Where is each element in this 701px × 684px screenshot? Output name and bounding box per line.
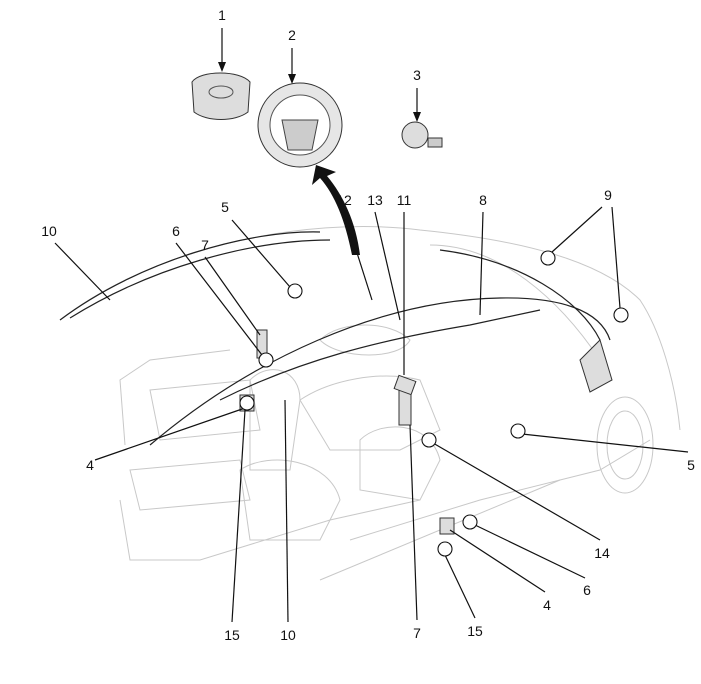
leader-lines: [54, 28, 689, 623]
label-13: 13: [367, 192, 383, 208]
label-6-right: 6: [583, 582, 591, 598]
label-1: 1: [218, 7, 226, 23]
label-15-right: 15: [467, 623, 483, 639]
steering-wheel-arrow: [312, 165, 360, 255]
components: [191, 72, 455, 535]
curtain-airbags: [59, 231, 613, 446]
label-10-bottom: 10: [280, 627, 296, 643]
label-4-left: 4: [86, 457, 94, 473]
clock-spring: [401, 121, 429, 149]
label-9: 9: [604, 187, 612, 203]
label-14: 14: [594, 545, 610, 561]
label-11: 11: [397, 192, 412, 208]
label-15-left: 15: [224, 627, 240, 643]
label-4-right: 4: [543, 597, 551, 613]
srs-control-module: [393, 374, 417, 396]
label-10-top: 10: [41, 223, 57, 239]
label-12: 12: [336, 192, 352, 208]
label-5-right: 5: [687, 457, 695, 473]
label-6-top: 6: [172, 223, 180, 239]
label-7-bottom: 7: [413, 625, 421, 641]
location-markers: [239, 250, 629, 557]
part-number-labels: 1 2 3 12 13 11 8 9 10 6 7 5 4 15 10 7 15…: [41, 7, 695, 643]
label-8: 8: [479, 192, 487, 208]
driver-airbag-module: [191, 72, 251, 120]
label-2: 2: [288, 27, 296, 43]
vehicle-outline: [59, 226, 681, 581]
label-3: 3: [413, 67, 421, 83]
label-7-top: 7: [201, 237, 209, 253]
label-5-top: 5: [221, 199, 229, 215]
